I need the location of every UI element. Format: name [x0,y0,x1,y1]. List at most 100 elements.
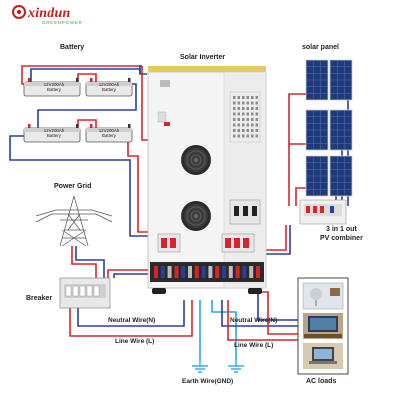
breaker-box [59,277,111,309]
pv-string-red-3 [295,187,306,206]
battery-2-label: 12V200Ah Battery [89,82,129,92]
solar-panel-icon [305,109,329,151]
battery-jumper-2 [37,83,137,128]
pv-combiner-box [299,199,347,225]
neutral-wire-left-label: Neutral Wire(N) [108,317,156,324]
line-wire-right [227,300,298,341]
terminal-pin [174,266,179,278]
neutral-wire-right-label: Neutral Wire(N) [230,317,278,324]
terminal-pin [167,266,172,278]
line-wire-left-label: Line Wire (L) [115,338,155,345]
battery-positive-wire-top [21,65,142,85]
terminal-pin [228,266,233,278]
ac-loads-panel [297,277,349,375]
vent-slot [246,107,249,110]
brand-logo: xindun GREENPOWER [12,4,82,25]
power-grid-tower-icon [35,195,113,247]
solar-panel-label: solar panel [302,44,339,51]
solar-panel-icon [305,155,329,197]
vent-slot [237,118,240,121]
vent-slot [246,96,249,99]
terminal-pin [242,266,247,278]
terminal-pin [188,266,192,278]
earth-ground-icon-left [192,360,208,373]
vent-slot [242,134,245,138]
ac-wiring [69,246,298,360]
vent-slot [246,118,249,121]
battery-1-type: Battery [47,87,61,92]
battery-jumper-3 [77,119,97,128]
vent-slot [246,134,249,138]
cooling-fan-bottom [181,201,211,231]
solar-panel-icon [329,155,353,197]
battery-2-type: Battery [102,87,116,92]
vent-slot [233,134,236,138]
vent-slot [237,107,240,110]
vent-slot [255,123,258,127]
line-wire-right-label: Line Wire (L) [234,342,274,349]
solar-panel-icon [329,59,353,101]
vent-slot [242,112,245,116]
vent-slot [233,101,236,105]
inverter-breakers-left [157,233,181,253]
inverter-switch-panel [229,199,261,225]
battery-3-label: 12V200Ah Battery [34,128,74,138]
pv-string-red [288,93,306,206]
combiner-label-line2: PV combiner [320,235,363,242]
terminal-pin [222,266,226,278]
solar-panel-icon [305,59,329,101]
earth-wire-2 [211,300,237,360]
vent-slot [237,112,240,116]
vent-slot [242,107,245,110]
battery-4 [85,124,133,143]
terminal-pin [208,266,213,278]
grid-line-wire [71,246,97,278]
vent-slot [237,134,240,138]
battery-label: Battery [60,44,85,51]
combiner-label-line1: 3 in 1 out [326,226,357,233]
battery-4-rating: 12V200Ah [98,128,120,133]
breaker-label: Breaker [26,295,53,302]
neutral-wire-right [221,300,298,327]
vent-slot [246,123,249,127]
vent-slot [255,107,258,110]
terminal-pin [194,266,199,278]
battery-2 [85,78,133,97]
vent-slot [237,123,240,127]
vent-slot [233,112,236,116]
vent-slot [246,129,249,132]
vent-slot [251,107,254,110]
vent-slot [251,112,254,116]
vent-slot [251,134,254,138]
terminal-pin [235,266,240,278]
vent-slot [251,101,254,105]
solar-panel-icon [329,109,353,151]
battery-1-rating: 12V200Ah [43,82,65,87]
vent-slot [242,123,245,127]
vent-slot [242,118,245,121]
vent-slot [255,134,258,138]
vent-slot [233,107,236,110]
battery-bank [23,78,133,143]
terminal-pin [249,266,254,278]
solar-panel-array [305,59,353,197]
battery-2-rating: 12V200Ah [98,82,120,87]
inverter-terminal-block [150,262,264,282]
vent-slot [255,96,258,99]
inverter-dc-in [141,66,150,141]
ac-loads-label: AC loads [306,378,337,385]
terminal-pin [256,266,260,278]
brand-mark-icon [12,5,26,19]
vent-slot [251,123,254,127]
battery-1 [23,78,81,97]
vent-slot [237,96,240,99]
brand-subtitle: GREENPOWER [42,20,83,25]
vent-slot [255,101,258,105]
terminal-pin [215,266,220,278]
terminal-pin [181,266,186,278]
vent-slot [255,112,258,116]
neutral-wire-left [77,300,185,327]
battery-3-rating: 12V200Ah [43,128,65,133]
loads-link-blue [252,291,298,321]
